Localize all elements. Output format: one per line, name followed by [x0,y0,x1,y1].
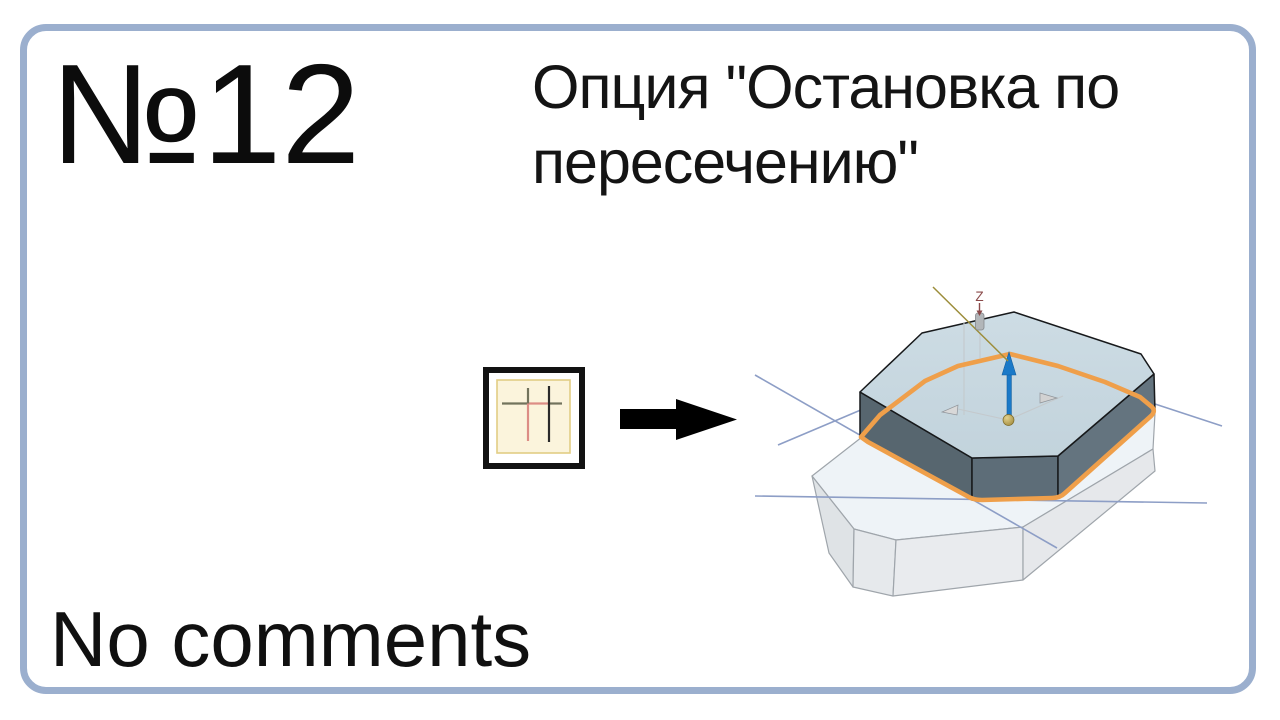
faint-axis-x [1007,395,1064,421]
z-datum-marker: Z [975,289,985,331]
z-arrow-collar [1004,368,1014,374]
highlighted-intersection-edge [858,351,1157,503]
slide-number: №12 [50,35,361,194]
z-mini-arrow-head [976,310,983,316]
arrow-right-icon [620,399,737,440]
icon-sketch-background [496,379,571,454]
stop-at-intersection-icon [483,367,585,469]
arrow-shape [620,399,737,440]
origin-sphere [1002,414,1015,426]
datum-axis-peg [975,312,985,331]
cad-model-viewport: Z [754,286,1223,597]
faint-axis-y [957,408,1009,421]
x-handle-cone-icon [1039,392,1059,404]
stop-at-intersection-icon-art [483,367,585,469]
z-axis-label: Z [975,289,983,304]
y-handle-cone-icon [940,404,959,416]
guide-line [932,286,1009,362]
footer-text: No comments [50,595,532,683]
slide-title: Опция "Остановка по пересечению" [532,53,1120,197]
datum-line-right [1154,403,1223,427]
faint-wireframe [957,322,1064,421]
z-arrow-shaft [1006,371,1012,417]
extrude-front-face [971,455,1059,501]
base-front-left-face [852,528,897,597]
